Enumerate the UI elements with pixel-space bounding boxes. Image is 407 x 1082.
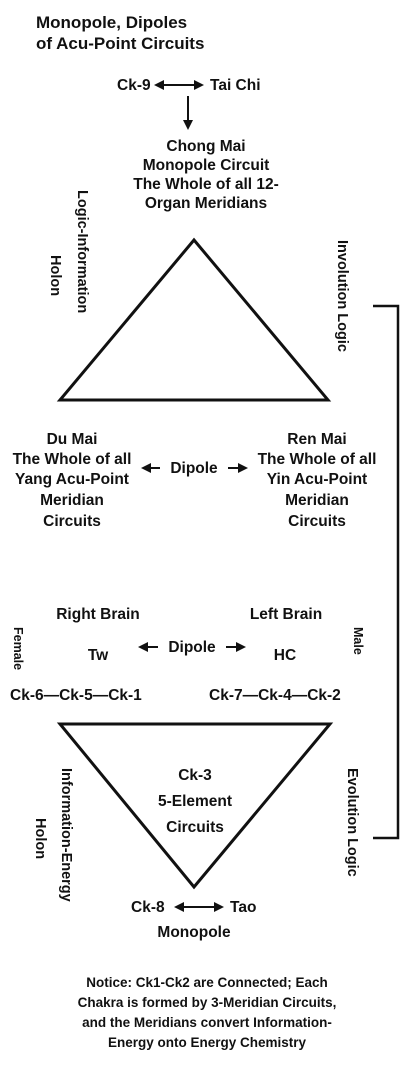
ck9-label: Ck-9: [117, 77, 151, 94]
ck3-line3: Circuits: [166, 819, 224, 836]
upper-triangle: [56, 237, 332, 402]
evolution-logic-label: Evolution Logic: [344, 768, 360, 877]
chong-mai-line3: The Whole of all 12-: [133, 176, 279, 193]
logic-information-label: Logic-Information: [74, 190, 90, 314]
notice-line1: Notice: Ck1-Ck2 are Connected; Each: [86, 975, 328, 990]
tao-label: Tao: [230, 899, 257, 916]
chong-mai-line2: Monopole Circuit: [142, 157, 270, 174]
female-label: Female: [11, 627, 25, 671]
left-brain-label: Left Brain: [249, 606, 323, 623]
tw-label: Tw: [87, 647, 109, 664]
du-mai-line5: Circuits: [43, 513, 101, 530]
energy-holon-label: Holon: [32, 818, 48, 860]
hc-label: HC: [273, 647, 297, 664]
chakra-chain-right: Ck-7—Ck-4—Ck-2: [209, 687, 341, 704]
logic-holon-label: Holon: [47, 255, 63, 297]
ck8-label: Ck-8: [131, 899, 165, 916]
du-mai-line4: Meridian: [40, 492, 104, 509]
ren-mai-line1: Ren Mai: [287, 431, 347, 448]
ren-mai-line2: The Whole of all: [257, 451, 377, 468]
du-mai-line1: Du Mai: [46, 431, 98, 448]
chakra-chain-left: Ck-6—Ck-5—Ck-1: [10, 687, 142, 704]
involution-logic-label: Involution Logic: [334, 240, 350, 352]
right-brain-label: Right Brain: [56, 606, 140, 623]
ren-mai-line3: Yin Acu-Point: [266, 471, 368, 488]
title-line2: of Acu-Point Circuits: [36, 34, 205, 53]
title-line1: Monopole, Dipoles: [36, 13, 188, 32]
male-label: Male: [351, 627, 365, 655]
tai-chi-label: Tai Chi: [210, 77, 261, 94]
du-mai-line2: The Whole of all: [12, 451, 132, 468]
chong-mai-line4: Organ Meridians: [144, 195, 268, 212]
dipole-label-2: Dipole: [168, 639, 216, 656]
ck3-line1: Ck-3: [178, 767, 212, 784]
chong-mai-line1: Chong Mai: [166, 138, 246, 155]
notice-line2: Chakra is formed by 3-Meridian Circuits,: [77, 995, 337, 1010]
lower-triangle: [56, 722, 334, 890]
right-bracket: [373, 304, 400, 840]
monopole-label: Monopole: [157, 924, 231, 941]
ren-mai-line5: Circuits: [288, 513, 346, 530]
ren-mai-line4: Meridian: [285, 492, 349, 509]
ck3-line2: 5-Element: [157, 793, 233, 810]
notice-line3: and the Meridians convert Information-: [82, 1015, 332, 1030]
information-energy-label: Information-Energy: [58, 768, 74, 902]
dipole-label-1: Dipole: [170, 460, 218, 477]
du-mai-line3: Yang Acu-Point: [15, 471, 129, 488]
notice-line4: Energy onto Energy Chemistry: [107, 1035, 307, 1050]
